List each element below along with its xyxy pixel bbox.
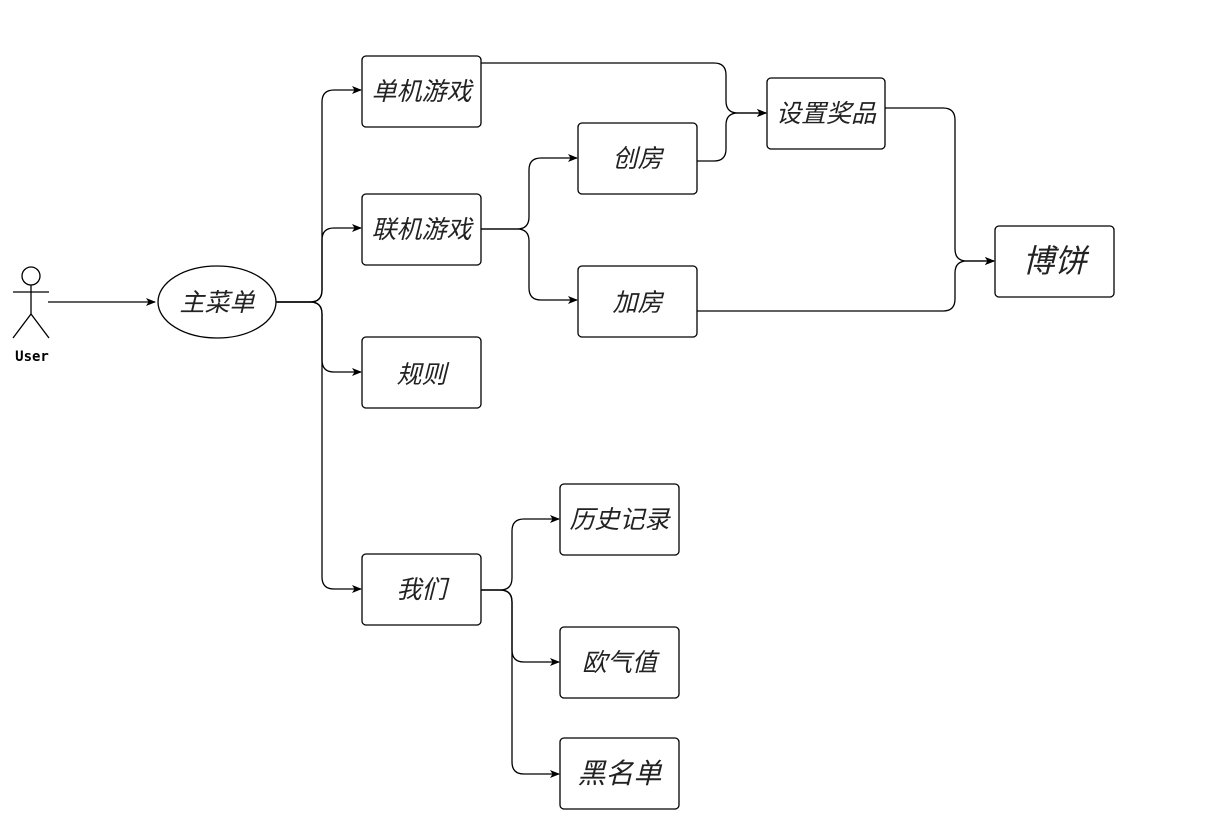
node-join-room: 加房 xyxy=(577,265,698,338)
node-me: 我们 xyxy=(361,553,482,626)
edge-me-history xyxy=(481,515,560,591)
node-history: 历史记录 xyxy=(559,483,680,556)
edge-single-game-set-prize xyxy=(481,62,767,117)
edge-main-menu-single-game xyxy=(276,86,362,303)
node-rules: 规则 xyxy=(361,336,482,409)
edge-main-menu-online-game xyxy=(276,224,362,303)
node-luck-value-label: 欧气值 xyxy=(582,648,660,677)
actor-user: User xyxy=(12,266,50,365)
node-set-prize: 设置奖品 xyxy=(766,77,886,150)
edge-online-game-create-room xyxy=(481,154,578,230)
edge-set-prize-gamble xyxy=(885,107,995,265)
node-online-game: 联机游戏 xyxy=(361,193,482,266)
node-create-room: 创房 xyxy=(577,122,698,195)
node-single-game-label: 单机游戏 xyxy=(371,77,474,106)
node-online-game-label: 联机游戏 xyxy=(371,215,474,244)
edge-me-luck-value xyxy=(481,589,560,666)
node-set-prize-label: 设置奖品 xyxy=(776,99,877,128)
edge-main-menu-me xyxy=(276,301,362,593)
node-blacklist: 黑名单 xyxy=(559,737,680,810)
node-me-label: 我们 xyxy=(396,575,450,604)
node-blacklist-label: 黑名单 xyxy=(577,757,662,790)
node-join-room-label: 加房 xyxy=(612,288,664,317)
edge-join-room-gamble xyxy=(697,257,995,312)
edge-main-menu-rules xyxy=(276,301,362,376)
node-main-menu-label: 主菜单 xyxy=(179,288,255,317)
node-gamble-label: 博饼 xyxy=(1022,242,1089,280)
node-single-game: 单机游戏 xyxy=(361,55,482,128)
node-main-menu: 主菜单 xyxy=(157,265,277,339)
node-rules-label: 规则 xyxy=(396,360,449,389)
actor-label: User xyxy=(15,349,49,365)
edge-me-blacklist xyxy=(481,589,560,778)
node-history-label: 历史记录 xyxy=(569,505,671,534)
edge-online-game-join-room xyxy=(481,228,578,304)
stick-figure-icon xyxy=(12,266,50,339)
node-luck-value: 欧气值 xyxy=(559,626,680,699)
edge-create-room-set-prize xyxy=(697,109,767,162)
node-create-room-label: 创房 xyxy=(612,144,664,173)
edges xyxy=(48,62,995,778)
node-gamble: 博饼 xyxy=(994,225,1115,298)
